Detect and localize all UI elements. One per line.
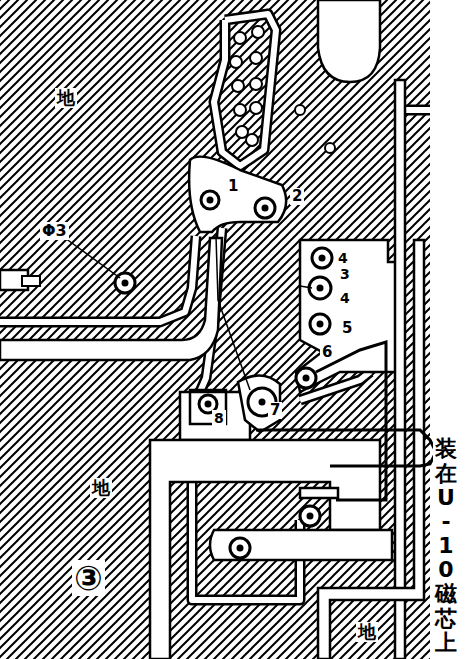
callout-label: 5 [340, 320, 354, 337]
callout-label: ③ [72, 560, 105, 596]
slot-pad [300, 488, 338, 498]
pad-hole [303, 375, 310, 382]
pad [310, 314, 330, 334]
pad [234, 104, 246, 116]
bare-board-area [210, 530, 392, 560]
pad [296, 368, 316, 388]
callout-label: 7 [268, 402, 282, 419]
pad-hole [317, 285, 324, 292]
pad [250, 78, 262, 90]
bare-board-area [0, 238, 222, 360]
callout-label: 2 [290, 188, 304, 205]
pad [234, 32, 246, 44]
pad-hole [207, 197, 214, 204]
pad [230, 538, 250, 558]
pad [230, 56, 242, 68]
gap-core [0, 236, 196, 322]
callout-label: 地 [356, 622, 378, 642]
callout-label: 地 [55, 88, 77, 108]
pad [295, 105, 305, 115]
wire [300, 286, 312, 288]
callout-label: 8 [212, 410, 226, 426]
pad-hole [205, 401, 212, 408]
bare-board-area [318, 0, 380, 82]
bare-board-area [395, 80, 405, 659]
gap-outline [0, 236, 196, 322]
wire [216, 236, 250, 390]
gap-core [405, 107, 430, 113]
slot-pad [22, 276, 40, 286]
copper-area [0, 0, 430, 659]
callout-label: 4 [336, 250, 350, 266]
pad-hole [319, 255, 326, 262]
callout-label: 4 [338, 290, 352, 306]
solder-pads [22, 26, 338, 558]
callout-label: 3 [338, 266, 352, 282]
wire [65, 238, 120, 278]
pad [309, 277, 331, 299]
pad [252, 26, 264, 38]
bare-board-area [318, 240, 424, 659]
wire [316, 342, 386, 500]
pad-hole [317, 321, 324, 328]
pad [246, 134, 258, 146]
pad [300, 506, 320, 526]
pad-hole [259, 399, 266, 406]
bare-board-area [296, 240, 398, 392]
callout-label: Φ3 [40, 222, 69, 240]
pad [250, 102, 262, 114]
callout-label: 6 [320, 344, 334, 361]
pad [201, 191, 219, 209]
gap-outline [214, 14, 276, 166]
bare-board-area [189, 157, 286, 232]
pad [312, 248, 332, 268]
callout-label: 地 [90, 478, 112, 498]
gap-outline [405, 105, 430, 116]
wire [256, 430, 436, 466]
wires [65, 236, 436, 500]
gap-core [214, 14, 276, 166]
pad [250, 52, 262, 64]
pad [255, 198, 275, 218]
pad-hole [122, 280, 129, 287]
pad [325, 143, 335, 153]
callout-label: 1 [226, 178, 240, 195]
pad-hole [307, 513, 314, 520]
pad [232, 80, 244, 92]
mounting-note: 装在U-10磁芯上 [433, 436, 459, 656]
pad-hole [237, 545, 244, 552]
pad-hole [262, 205, 269, 212]
bare-board [0, 0, 424, 659]
